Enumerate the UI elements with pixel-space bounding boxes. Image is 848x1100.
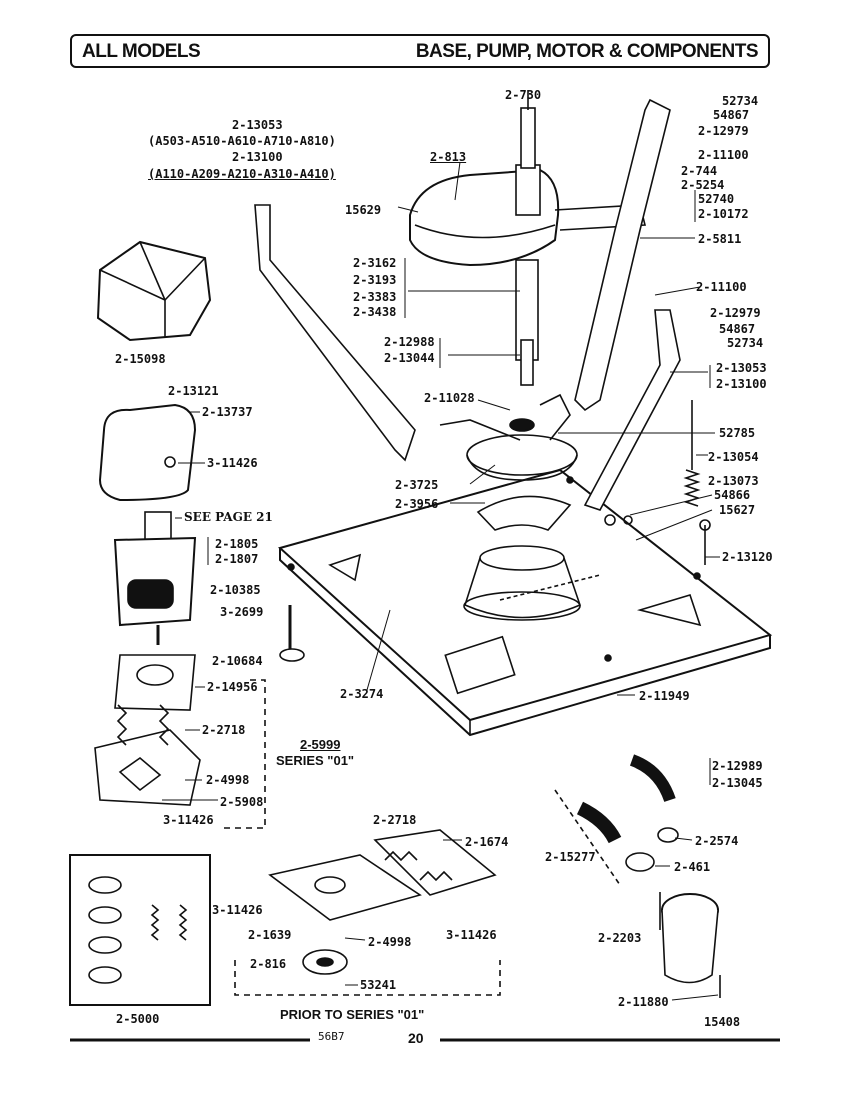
base-plate (277, 468, 773, 737)
part-label: 2-13100 (716, 377, 767, 391)
spec-part-13100: 2-13100 (232, 150, 283, 164)
prior-series-note: PRIOR TO SERIES "01" (280, 1007, 425, 1022)
part-label: 2-12979 (710, 306, 761, 320)
motor-mount-plate (94, 654, 201, 806)
part-label: 3-11426 (163, 813, 214, 827)
page-number: 20 (408, 1030, 424, 1046)
part-label: 2-2718 (202, 723, 246, 737)
part-label: 2-13737 (202, 405, 253, 419)
part-label: 2-4998 (368, 935, 412, 949)
see-page-note: SEE PAGE 21 (184, 510, 273, 524)
bracket-arm-left (254, 204, 416, 462)
part-label: 2-4998 (206, 773, 250, 787)
base-cone (463, 545, 581, 621)
part-label: 2-2574 (695, 834, 739, 848)
part-label: 2-3956 (395, 497, 439, 511)
part-label: 2-813 (430, 150, 467, 164)
part-label: 2-11028 (424, 391, 475, 405)
prior-series-mount (234, 829, 501, 996)
part-label: 3-2699 (220, 605, 264, 619)
part-label: 2-13053 (716, 361, 767, 375)
transmission-assembly (409, 90, 647, 386)
part-label: 52734 (722, 94, 759, 108)
part-label: 2-1805 (215, 537, 259, 551)
part-label: 2-5908 (220, 795, 264, 809)
part-label: 2-1807 (215, 552, 259, 566)
part-label: 2-1674 (465, 835, 509, 849)
part-label: 2-14956 (207, 680, 258, 694)
part-label: 15627 (719, 503, 756, 517)
part-label: 2-10172 (698, 207, 749, 221)
part-label: 2-13073 (708, 474, 759, 488)
part-label: 2-730 (505, 88, 542, 102)
part-label: 2-3162 (353, 256, 397, 270)
part-label: 2-1639 (248, 928, 292, 942)
part-label: 2-5000 (116, 1012, 160, 1026)
part-label: 2-11100 (698, 148, 749, 162)
series-bracket (222, 679, 266, 829)
pump-hoses (554, 754, 679, 886)
part-label: 3-11426 (212, 903, 263, 917)
cam-assembly (439, 393, 578, 481)
part-label: 2-13054 (708, 450, 759, 464)
page-header: ALL MODELS BASE, PUMP, MOTOR & COMPONENT… (70, 34, 770, 68)
part-label: 3-11426 (207, 456, 258, 470)
part-label: 54867 (719, 322, 756, 336)
part-label: 2-15277 (545, 850, 596, 864)
part-label: 2-3438 (353, 305, 397, 319)
part-label: 2-10684 (212, 654, 263, 668)
part-label: 2-2203 (598, 931, 642, 945)
part-label: 52740 (698, 192, 735, 206)
part-label: 54867 (713, 108, 750, 122)
spec-part-13053: 2-13053 (232, 118, 283, 132)
spec-models-2: (A110-A209-A210-A310-A410) (148, 167, 336, 181)
part-label: 15408 (704, 1015, 741, 1029)
bracket-arm-upper-right (574, 98, 671, 412)
part-label: 2-816 (250, 957, 287, 971)
part-label: 2-15098 (115, 352, 166, 366)
part-label: 2-12979 (698, 124, 749, 138)
part-label: 2-12989 (712, 759, 763, 773)
pump-cover (96, 240, 212, 342)
part-label: 2-3725 (395, 478, 439, 492)
series-note: SERIES "01" (276, 753, 355, 768)
motor (113, 511, 197, 645)
series-part-number: 2-5999 (300, 737, 341, 752)
part-label: 52734 (727, 336, 764, 350)
part-label: 2-13120 (722, 550, 773, 564)
spec-models-1: (A503-A510-A610-A710-A810) (148, 134, 336, 148)
mounting-bolt (279, 605, 305, 662)
footer-code: 56B7 (318, 1030, 345, 1043)
part-label: 2-12988 (384, 335, 435, 349)
ring-seal (476, 495, 572, 531)
header-section-title: BASE, PUMP, MOTOR & COMPONENTS (415, 41, 759, 62)
part-label: 2-3274 (340, 687, 384, 701)
part-label: 2-11100 (696, 280, 747, 294)
header-models: ALL MODELS (82, 41, 201, 62)
part-label: 2-13045 (712, 776, 763, 790)
part-label: 54866 (714, 488, 751, 502)
part-label: 2-3383 (353, 290, 397, 304)
part-label: 2-13044 (384, 351, 435, 365)
part-label: 2-13121 (168, 384, 219, 398)
bracket-arm-lower-right (583, 309, 681, 511)
water-pump (659, 892, 721, 998)
part-label: 2-3193 (353, 273, 397, 287)
part-label: 2-10385 (210, 583, 261, 597)
part-label: 52785 (719, 426, 756, 440)
part-label: 2-5811 (698, 232, 742, 246)
leader-lines (162, 100, 720, 1001)
part-label: 2-11949 (639, 689, 690, 703)
part-label: 2-744 (681, 164, 718, 178)
part-label: 2-2718 (373, 813, 417, 827)
part-label: 2-461 (674, 860, 711, 874)
part-label: 15629 (345, 203, 382, 217)
part-label: 2-5254 (681, 178, 725, 192)
parts-kit-box (69, 854, 211, 1006)
part-label: 3-11426 (446, 928, 497, 942)
motor-cover (98, 403, 197, 502)
part-label: 53241 (360, 978, 397, 992)
part-label: 2-11880 (618, 995, 669, 1009)
